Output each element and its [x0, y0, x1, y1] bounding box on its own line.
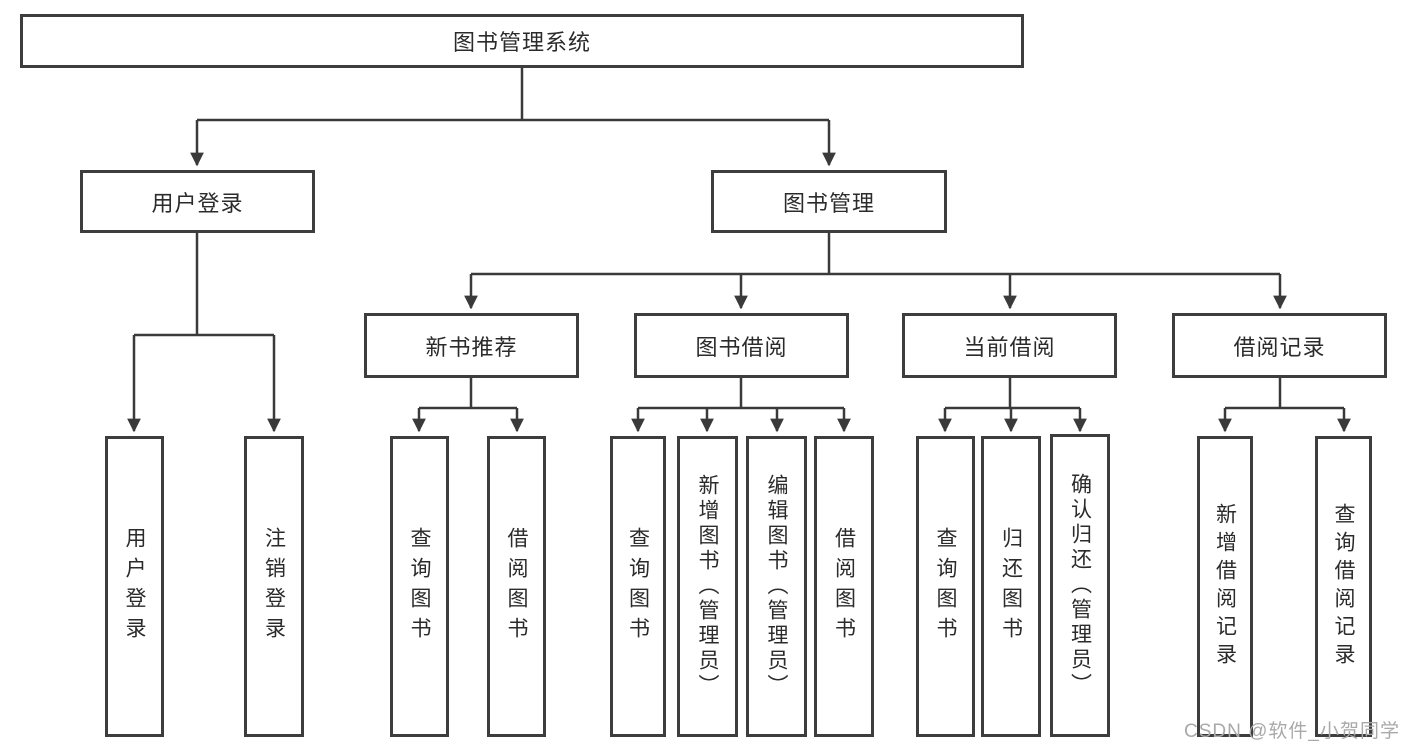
node-label: 编辑图书（管理员） — [765, 474, 788, 699]
edges-borrow-record-children — [1218, 378, 1351, 433]
csdn-watermark: CSDN @软件_小贺同学 — [1184, 721, 1400, 742]
leaf-current-search-book: 查询图书 — [916, 436, 975, 737]
node-label: 查询借阅记录 — [1332, 502, 1355, 671]
leaf-recommend-search-book: 查询图书 — [390, 436, 449, 737]
edges-book-borrow-children — [631, 378, 851, 433]
node-label: 新增借阅记录 — [1213, 502, 1237, 671]
node-label: 用户登录 — [123, 526, 146, 647]
node-label: 新增图书（管理员） — [696, 474, 719, 699]
node-label: 图书借阅 — [695, 334, 788, 360]
node-label: 借阅图书 — [505, 526, 528, 647]
node-label: 查询图书 — [626, 526, 650, 647]
leaf-user-login: 用户登录 — [105, 436, 164, 737]
node-library-management-system: 图书管理系统 — [20, 14, 1024, 68]
node-label: 查询图书 — [408, 526, 431, 647]
leaf-borrow-search-book: 查询图书 — [610, 436, 666, 737]
leaf-borrow-add-book-admin: 新增图书（管理员） — [677, 436, 738, 737]
node-label: 用户登录 — [151, 190, 244, 216]
leaf-current-return-book: 归还图书 — [981, 436, 1041, 737]
leaf-current-confirm-return-admin: 确认归还（管理员） — [1050, 434, 1110, 737]
node-label: 图书管理系统 — [452, 30, 591, 55]
leaf-logout: 注销登录 — [244, 436, 304, 737]
edges-new-book-recommend-children — [412, 378, 524, 433]
edges-book-management-children — [464, 233, 1287, 310]
node-label: 查询图书 — [934, 526, 957, 647]
leaf-recommend-borrow-book: 借阅图书 — [487, 436, 546, 737]
node-borrow-record: 借阅记录 — [1172, 313, 1387, 378]
node-label: 新书推荐 — [425, 334, 518, 360]
node-book-management: 图书管理 — [711, 170, 947, 233]
node-label: 借阅图书 — [832, 526, 856, 647]
node-label: 图书管理 — [782, 190, 875, 216]
node-label: 注销登录 — [262, 526, 286, 647]
node-user-login: 用户登录 — [80, 170, 315, 233]
node-book-borrow: 图书借阅 — [634, 313, 849, 378]
leaf-record-search-record: 查询借阅记录 — [1315, 436, 1372, 737]
edges-current-borrow-children — [938, 378, 1087, 433]
node-label: 当前借阅 — [963, 334, 1056, 360]
node-label: 借阅记录 — [1233, 334, 1326, 360]
leaf-borrow-edit-book-admin: 编辑图书（管理员） — [746, 436, 807, 737]
node-label: 归还图书 — [999, 526, 1023, 647]
node-new-book-recommend: 新书推荐 — [364, 313, 579, 378]
leaf-borrow-borrow-book: 借阅图书 — [814, 436, 874, 737]
node-label: 确认归还（管理员） — [1068, 473, 1092, 698]
edges-root-to-level2 — [190, 68, 836, 167]
leaf-record-add-record: 新增借阅记录 — [1197, 436, 1253, 737]
node-current-borrow: 当前借阅 — [902, 313, 1117, 378]
edges-user-login-children — [127, 233, 281, 433]
